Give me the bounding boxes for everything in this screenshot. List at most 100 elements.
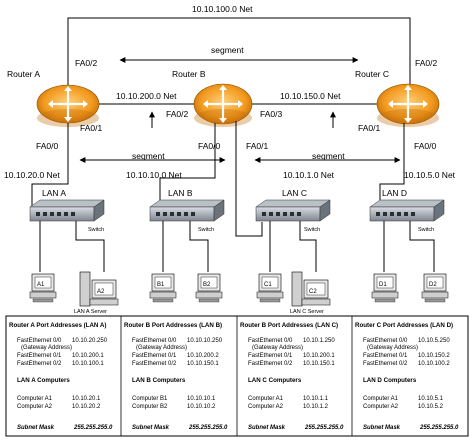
wire-c-switch [379,123,405,208]
lan-d-net-label: 10.10.5.0 Net [404,170,456,180]
mask-label: Subnet Mask [17,425,55,431]
switch-d-label: Switch [418,227,434,233]
mask-label: Subnet Mask [248,425,286,431]
router-b-port-fa03: FA0/3 [260,109,282,119]
router-a-label: Router A [7,69,40,79]
port-ip: 10.10.200.1 [72,353,104,359]
router-a-port-fa02: FA0/2 [75,58,97,68]
mask-label: Subnet Mask [363,425,401,431]
switch-c[interactable] [255,199,331,222]
computer-ip: 10.10.20.2 [72,404,101,410]
computer-name: Computer B1 [132,396,168,402]
computer-ip: 10.10.5.1 [418,396,444,402]
port-ip: 10.10.100.2 [418,361,450,367]
switch-a-label: Switch [88,227,104,233]
computers-title: LAN C Computers [248,377,302,384]
port-name: FastEthernet 0/2 [248,361,293,367]
computer-ip: 10.10.10.1 [187,396,216,402]
computer-name: Computer B2 [132,404,168,410]
table-title: Router A Port Addresses (LAN A) [9,322,106,329]
port-ip: 10.10.1.250 [303,338,335,344]
port-ip: 10.10.200.2 [187,353,219,359]
switch-a[interactable] [29,199,105,222]
table-router-b-lan-c: Router B Port Addresses (LAN C) FastEthe… [240,322,344,431]
computer-d2[interactable] [421,273,449,303]
mask-value: 255.255.255.0 [419,425,459,431]
port-ip: 10.10.5.250 [418,338,450,344]
server-a[interactable] [79,271,119,307]
computer-ip: 10.10.5.2 [418,404,444,410]
router-a-port-fa01: FA0/1 [80,123,102,133]
port-ip: 10.10.150.1 [187,361,219,367]
table-title: Router C Port Addresses (LAN D) [355,322,453,329]
wire-b-switch [159,123,216,208]
router-c-port-fa02: FA0/2 [415,58,437,68]
port-note: (Gateway Address) [252,345,303,351]
computer-c2-label: C2 [309,289,317,295]
computer-ip: 10.10.1.1 [303,396,329,402]
server-c-label: LAN C Server [290,309,324,315]
port-ip: 10.10.150.1 [303,361,335,367]
mask-value: 255.255.255.0 [188,425,228,431]
router-c-port-fa00: FA0/0 [414,141,436,151]
switch-b-label: Switch [198,227,214,233]
server-a-label: LAN A Server [74,309,107,315]
lan-a-net-label: 10.10.20.0 Net [4,170,60,180]
router-c-label: Router C [355,69,389,79]
router-c[interactable] [376,83,440,127]
computer-a1[interactable] [29,273,57,303]
computer-name: Computer A1 [363,396,399,402]
router-a[interactable] [36,84,100,127]
port-name: FastEthernet 0/1 [248,353,293,359]
computer-b1[interactable] [149,273,177,303]
port-ip: 10.10.10.250 [187,338,223,344]
computer-name: Computer A1 [17,396,53,402]
table-router-b-lan-b: Router B Port Addresses (LAN B) FastEthe… [124,322,228,431]
router-arrows-icon [388,85,428,123]
lan-d-label: LAN D [382,188,407,198]
port-note: (Gateway Address) [136,345,187,351]
lan-b-net-label: 10.10.10.0 Net [126,170,182,180]
table-router-a: Router A Port Addresses (LAN A) FastEthe… [9,322,113,431]
computer-b2[interactable] [195,273,223,303]
port-note: (Gateway Address) [21,345,72,351]
computer-d1[interactable] [371,273,399,303]
port-ip: 10.10.150.2 [418,353,450,359]
port-ip: 10.10.20.250 [72,338,108,344]
port-name: FastEthernet 0/0 [363,338,408,344]
computers-title: LAN A Computers [17,377,70,384]
router-c-port-fa01: FA0/1 [358,123,380,133]
switch-b[interactable] [149,199,225,222]
top-net-link [67,17,411,100]
computer-c1[interactable] [256,273,284,303]
lan-a-label: LAN A [42,188,66,198]
router-b-port-fa02: FA0/2 [166,109,188,119]
router-arrows-icon [48,86,88,122]
computer-name: Computer A2 [363,404,399,410]
switch-c-label: Switch [304,227,320,233]
mask-value: 255.255.255.0 [304,425,344,431]
net-ab-label: 10.10.200.0 Net [116,91,177,101]
segment-left-label: segment [132,151,165,161]
port-name: FastEthernet 0/2 [17,361,62,367]
router-arrows-icon [203,85,243,123]
computer-b2-label: B2 [203,282,211,288]
computer-c1-label: C1 [264,282,272,288]
switch-d[interactable] [369,199,445,222]
server-c[interactable] [291,271,331,307]
computer-d1-label: D1 [379,282,387,288]
lan-b-label: LAN B [168,188,193,198]
computer-ip: 10.10.20.1 [72,396,101,402]
table-title: Router B Port Addresses (LAN B) [124,322,222,329]
computers-title: LAN B Computers [132,377,186,384]
router-a-port-fa00: FA0/0 [36,141,58,151]
computer-ip: 10.10.10.2 [187,404,216,410]
computer-ip: 10.10.1.2 [303,404,329,410]
lan-c-net-label: 10.10.1.0 Net [283,170,335,180]
port-name: FastEthernet 0/2 [363,361,408,367]
wire-a-switch [31,123,69,208]
table-router-c: Router C Port Addresses (LAN D) FastEthe… [355,322,459,431]
lan-wires [39,221,435,272]
router-b[interactable] [193,83,253,127]
